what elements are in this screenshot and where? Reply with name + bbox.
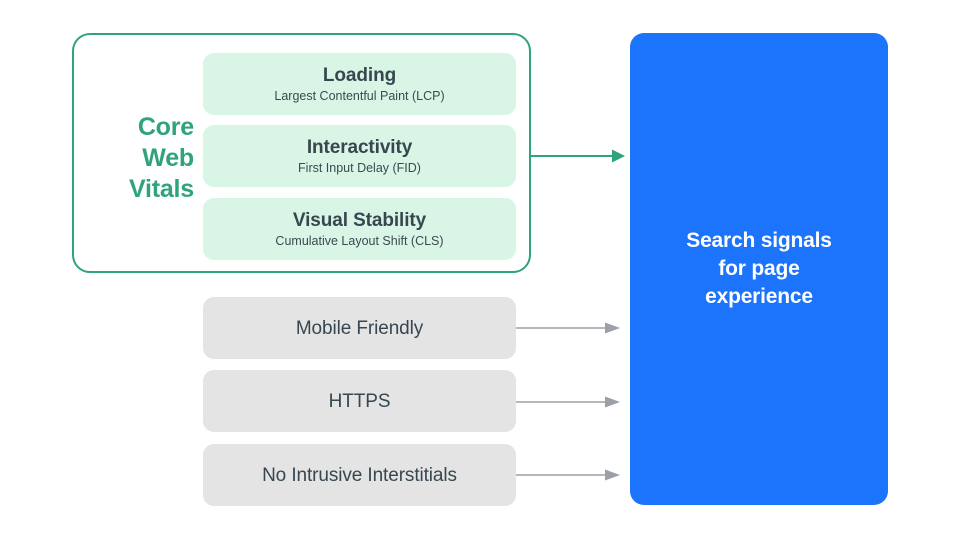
metric-title: Interactivity <box>306 136 413 158</box>
core-web-vitals-group-label-line2: Web <box>142 144 194 172</box>
metric-subtitle: First Input Delay (FID) <box>298 160 421 175</box>
metric-title: Visual Stability <box>292 209 427 231</box>
signal-label: No Intrusive Interstitials <box>262 464 457 486</box>
signal-card-https[interactable]: HTTPS <box>203 370 516 432</box>
signal-card-mobile-friendly[interactable]: Mobile Friendly <box>203 297 516 359</box>
arrow-core-web-vitals-to-output <box>531 149 625 163</box>
core-web-vitals-group-label: Core <box>137 113 194 141</box>
metric-card-interactivity[interactable]: Interactivity First Input Delay (FID) <box>203 125 516 187</box>
metric-title: Loading <box>322 64 397 86</box>
arrow-mobile-friendly-to-output <box>516 322 620 334</box>
metric-subtitle: Largest Contentful Paint (LCP) <box>274 88 445 103</box>
metric-card-loading[interactable]: Loading Largest Contentful Paint (LCP) <box>203 53 516 115</box>
core-web-vitals-group-label-line3: Vitals <box>128 175 194 203</box>
signal-label: HTTPS <box>328 390 391 412</box>
arrow-https-to-output <box>516 396 620 408</box>
output-panel-title: Search signals for page experience <box>686 229 832 308</box>
metric-subtitle: Cumulative Layout Shift (CLS) <box>275 233 444 248</box>
signal-label: Mobile Friendly <box>295 317 424 339</box>
output-panel-search-signals[interactable]: Search signals for page experience <box>630 33 888 505</box>
signal-card-no-intrusive-interstitials[interactable]: No Intrusive Interstitials <box>203 444 516 506</box>
arrow-no-intrusive-interstitials-to-output <box>516 469 620 481</box>
metric-card-visual-stability[interactable]: Visual Stability Cumulative Layout Shift… <box>203 198 516 260</box>
